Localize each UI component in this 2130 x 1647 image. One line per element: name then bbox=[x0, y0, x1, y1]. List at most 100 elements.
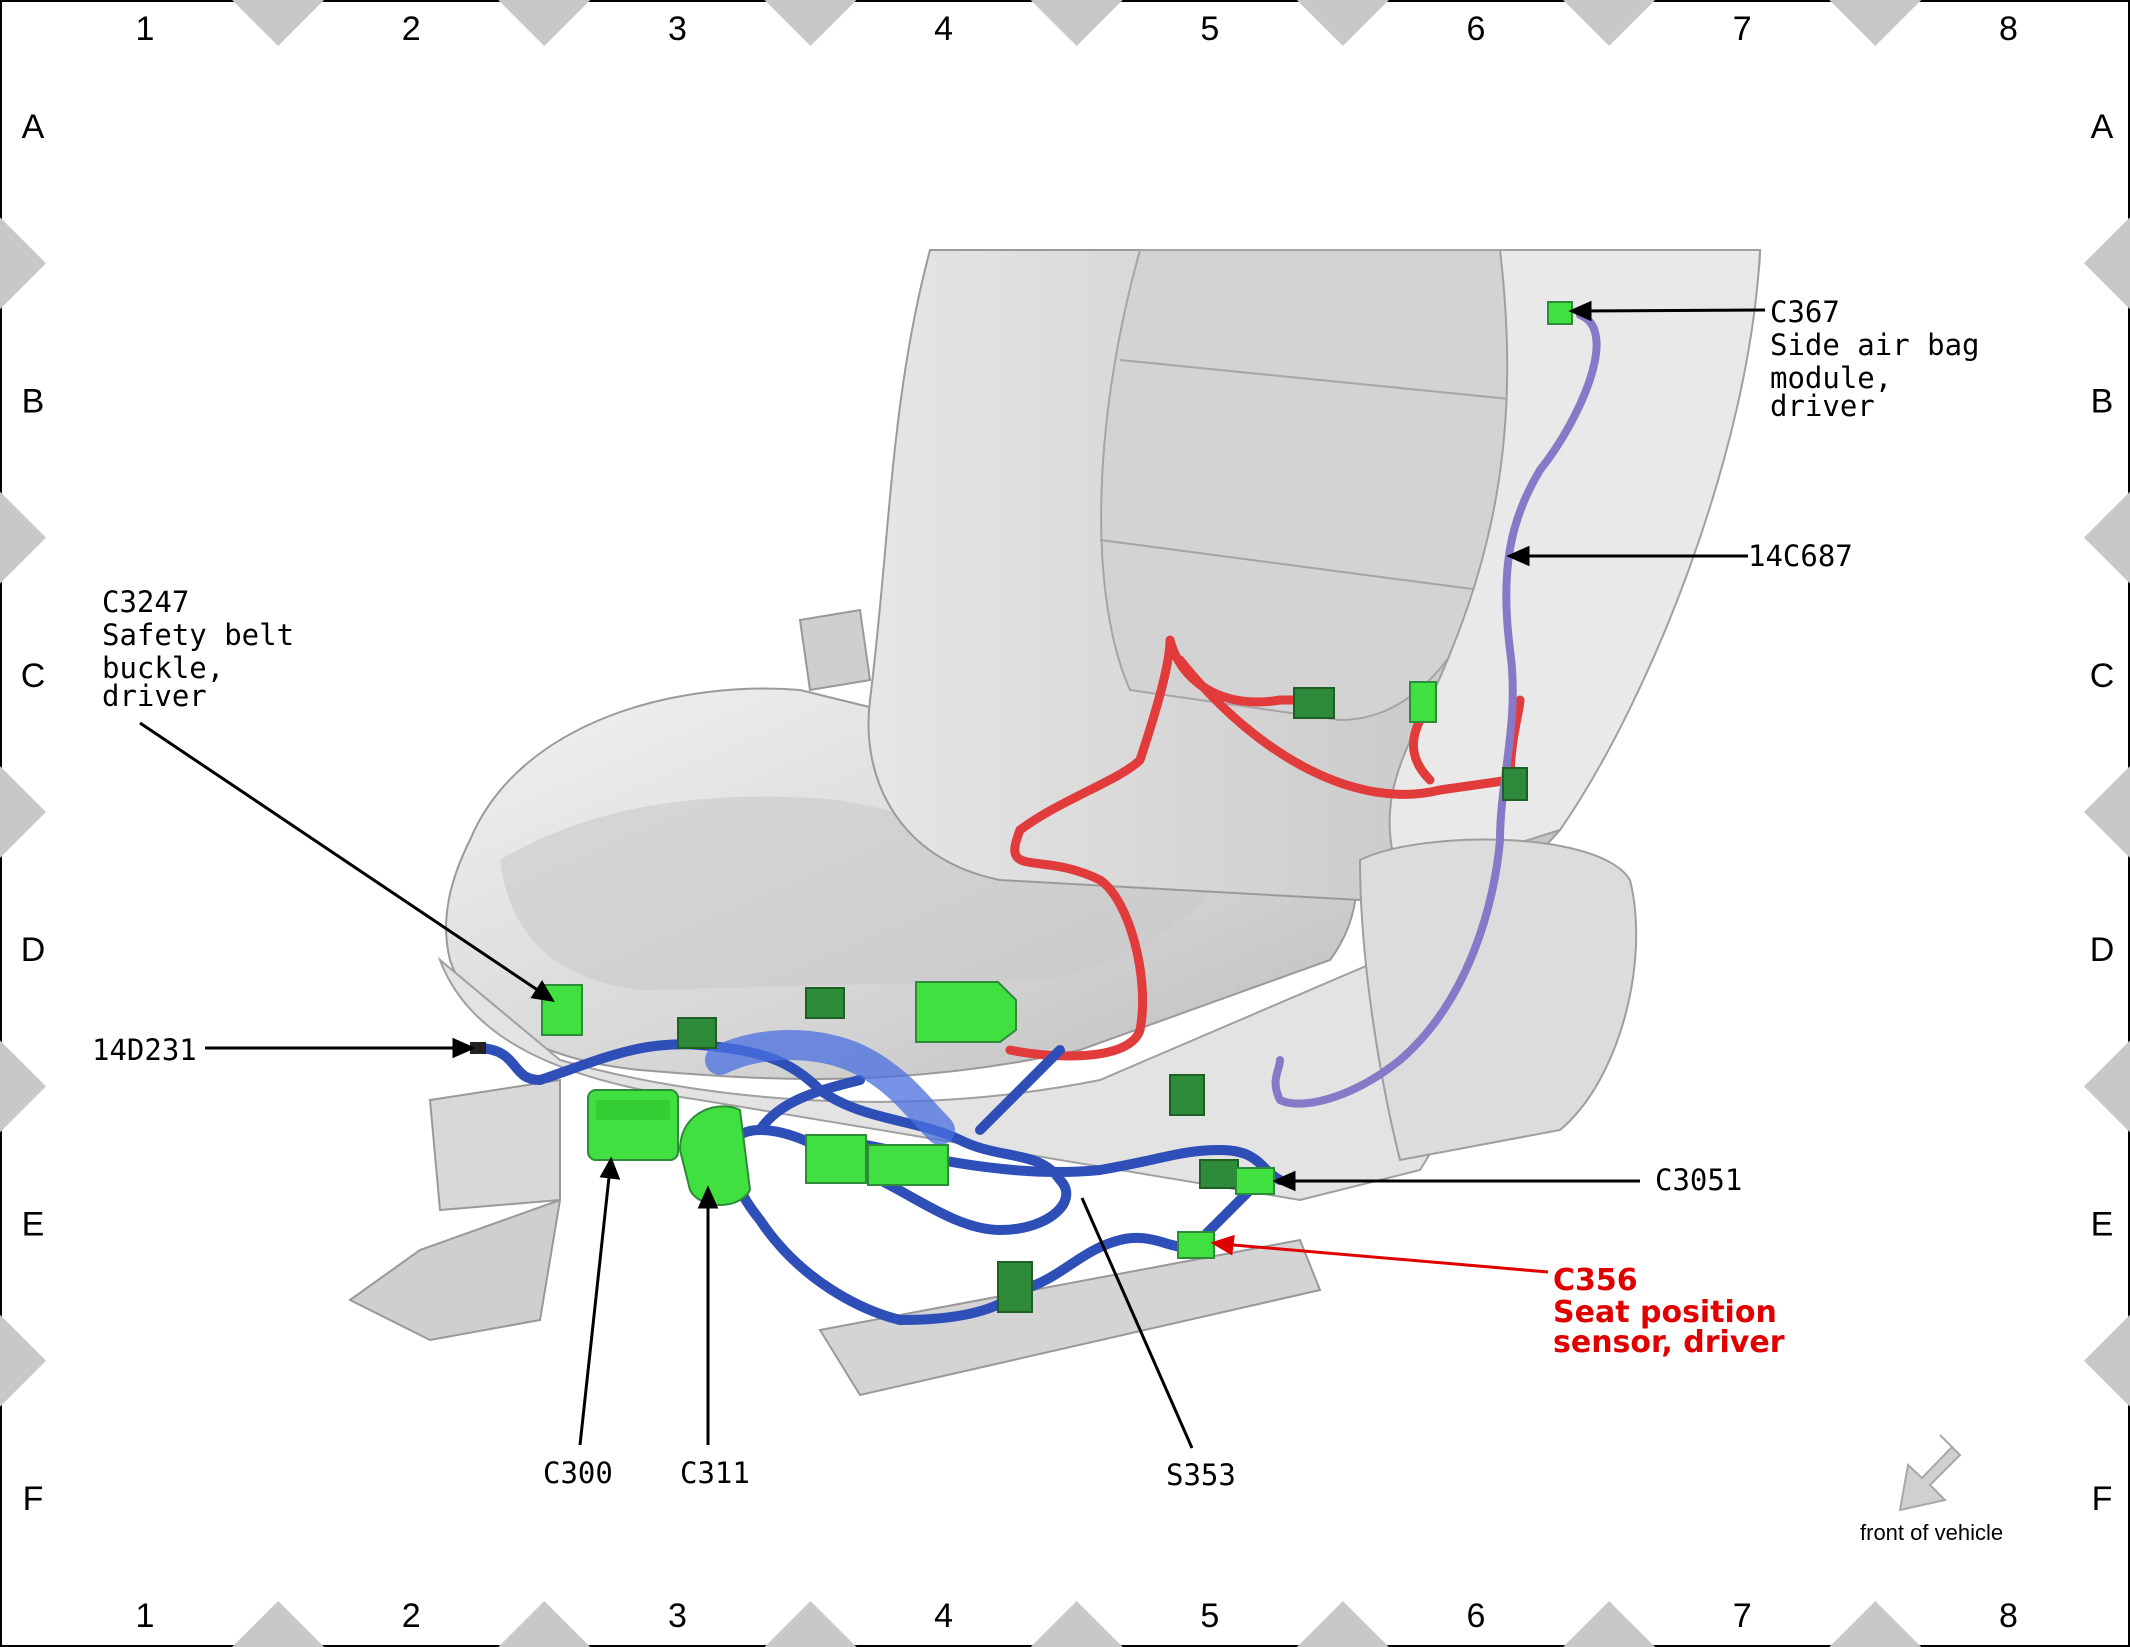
border-diamond-bottom bbox=[498, 1601, 591, 1647]
purple-harness-14c687 bbox=[1271, 311, 1601, 1108]
border-diamond-top bbox=[1296, 0, 1389, 46]
border-diamond-left bbox=[0, 766, 46, 858]
grid-col-label-bottom-8: 8 bbox=[1999, 1597, 2018, 1635]
border-diamond-bottom bbox=[1296, 1601, 1389, 1647]
connector-harness-1 bbox=[805, 987, 845, 1019]
connector-large-seat bbox=[915, 981, 1017, 1043]
grid-row-label-right-A: A bbox=[2091, 108, 2114, 146]
grid-row-label-right-D: D bbox=[2090, 931, 2115, 969]
connector-c367 bbox=[1547, 301, 1573, 325]
border-diamond-left bbox=[0, 1040, 46, 1133]
grid-column-labels-bottom: 1 2 3 4 5 6 7 8 bbox=[136, 1597, 2018, 1635]
grid-col-label-top-8: 8 bbox=[1999, 10, 2018, 48]
grid-column-labels-top: 1 2 3 4 5 6 7 8 bbox=[136, 10, 2018, 48]
grid-col-label-bottom-1: 1 bbox=[136, 1597, 155, 1635]
grid-row-label-left-D: D bbox=[21, 931, 46, 969]
connector-bundle-1 bbox=[805, 1134, 867, 1184]
border-diamond-left bbox=[0, 217, 46, 310]
grid-col-label-bottom-4: 4 bbox=[934, 1597, 953, 1635]
grid-col-label-bottom-6: 6 bbox=[1467, 1597, 1486, 1635]
border-diamond-right bbox=[2084, 1314, 2130, 1407]
grid-row-label-left-C: C bbox=[21, 657, 46, 695]
connector-bundle-2 bbox=[867, 1144, 949, 1186]
callout-c300: C300 bbox=[543, 1456, 613, 1490]
grid-col-label-top-7: 7 bbox=[1733, 10, 1752, 48]
front-of-vehicle-label: front of vehicle bbox=[1860, 1520, 2003, 1545]
grid-col-label-top-5: 5 bbox=[1200, 10, 1219, 48]
border-diamond-top bbox=[1030, 0, 1123, 46]
blue-main-harness bbox=[475, 1039, 1285, 1325]
connector-red-1 bbox=[1293, 687, 1335, 719]
leader-c356-red bbox=[1210, 1234, 1549, 1274]
callout-c3247: C3247 Safety belt buckle, driver bbox=[102, 585, 312, 713]
seat-front-bracket bbox=[348, 1198, 562, 1342]
border-diamond-right bbox=[2084, 766, 2130, 858]
seat-rail-rear bbox=[818, 1238, 1322, 1397]
border-diamond-top bbox=[1563, 0, 1656, 46]
connector-14d231 bbox=[470, 1042, 486, 1054]
border-diamond-left bbox=[0, 491, 46, 584]
leader-c367 bbox=[1579, 308, 1766, 313]
leader-c300 bbox=[578, 1167, 612, 1446]
grid-row-label-left-E: E bbox=[22, 1206, 45, 1244]
border-diamond-right bbox=[2084, 1040, 2130, 1133]
connector-red-3 bbox=[1502, 767, 1528, 801]
grid-row-label-right-B: B bbox=[2091, 382, 2114, 420]
seat-back-side-bolster bbox=[1388, 249, 1762, 882]
grid-col-label-top-6: 6 bbox=[1467, 10, 1486, 48]
red-harness bbox=[1005, 635, 1525, 1061]
grid-row-label-left-B: B bbox=[22, 382, 45, 420]
border-diamond-bottom bbox=[1563, 1601, 1656, 1647]
callout-14c687: 14C687 bbox=[1748, 539, 1853, 573]
grid-col-label-top-2: 2 bbox=[402, 10, 421, 48]
grid-col-label-bottom-2: 2 bbox=[402, 1597, 421, 1635]
border-diamond-bottom bbox=[1030, 1601, 1123, 1647]
grid-row-labels-left: A B C D E F bbox=[21, 108, 46, 1518]
grid-col-label-top-3: 3 bbox=[668, 10, 687, 48]
connector-c3051 bbox=[1235, 1167, 1275, 1195]
border-diamond-top bbox=[764, 0, 857, 46]
seat-rail-front bbox=[428, 1078, 561, 1212]
front-of-vehicle-arrow-icon bbox=[1898, 1434, 1962, 1512]
leader-lines bbox=[139, 300, 1766, 1449]
border-diamond-bottom bbox=[764, 1601, 857, 1647]
callout-14d231: 14D231 bbox=[92, 1033, 197, 1067]
connector-harness-2 bbox=[677, 1017, 717, 1049]
connector-c356 bbox=[1177, 1231, 1215, 1259]
connector-harness-3 bbox=[1169, 1074, 1205, 1116]
grid-col-label-top-4: 4 bbox=[934, 10, 953, 48]
recliner-housing bbox=[1358, 838, 1638, 1162]
connector-red-2 bbox=[1409, 681, 1437, 723]
callout-c356: C356 Seat position sensor, driver bbox=[1553, 1263, 1787, 1360]
grid-row-label-left-F: F bbox=[23, 1480, 44, 1518]
connector-harness-4 bbox=[1199, 1159, 1239, 1189]
seat-lower-trim bbox=[437, 956, 1502, 1202]
border-diamond-right bbox=[2084, 217, 2130, 310]
grid-col-label-bottom-3: 3 bbox=[668, 1597, 687, 1635]
border-diamond-bottom bbox=[232, 1601, 325, 1647]
border-diamond-bottom bbox=[1829, 1601, 1922, 1647]
blue-harness-bundle bbox=[705, 1030, 955, 1145]
border-diamond-top bbox=[1829, 0, 1922, 46]
border-diamond-left bbox=[0, 1314, 46, 1407]
grid-col-label-bottom-7: 7 bbox=[1733, 1597, 1752, 1635]
callout-c311: C311 bbox=[680, 1456, 750, 1490]
callout-s353: S353 bbox=[1166, 1458, 1236, 1492]
connector-harness-5 bbox=[997, 1261, 1033, 1313]
grid-row-label-left-A: A bbox=[22, 108, 45, 146]
callout-c3051: C3051 bbox=[1655, 1163, 1742, 1197]
seat-illustration bbox=[348, 249, 1762, 1397]
grid-row-label-right-C: C bbox=[2090, 657, 2115, 695]
border-diamond-right bbox=[2084, 491, 2130, 584]
border-diamond-top bbox=[498, 0, 591, 46]
grid-col-label-top-1: 1 bbox=[136, 10, 155, 48]
leader-s353 bbox=[1080, 1197, 1194, 1449]
callout-c367: C367 Side air bag module, driver bbox=[1770, 295, 1997, 423]
grid-row-label-right-F: F bbox=[2092, 1480, 2113, 1518]
grid-row-label-right-E: E bbox=[2091, 1206, 2114, 1244]
connector-c311 bbox=[678, 1105, 752, 1206]
leader-c3247 bbox=[139, 721, 546, 997]
grid-col-label-bottom-5: 5 bbox=[1200, 1597, 1219, 1635]
